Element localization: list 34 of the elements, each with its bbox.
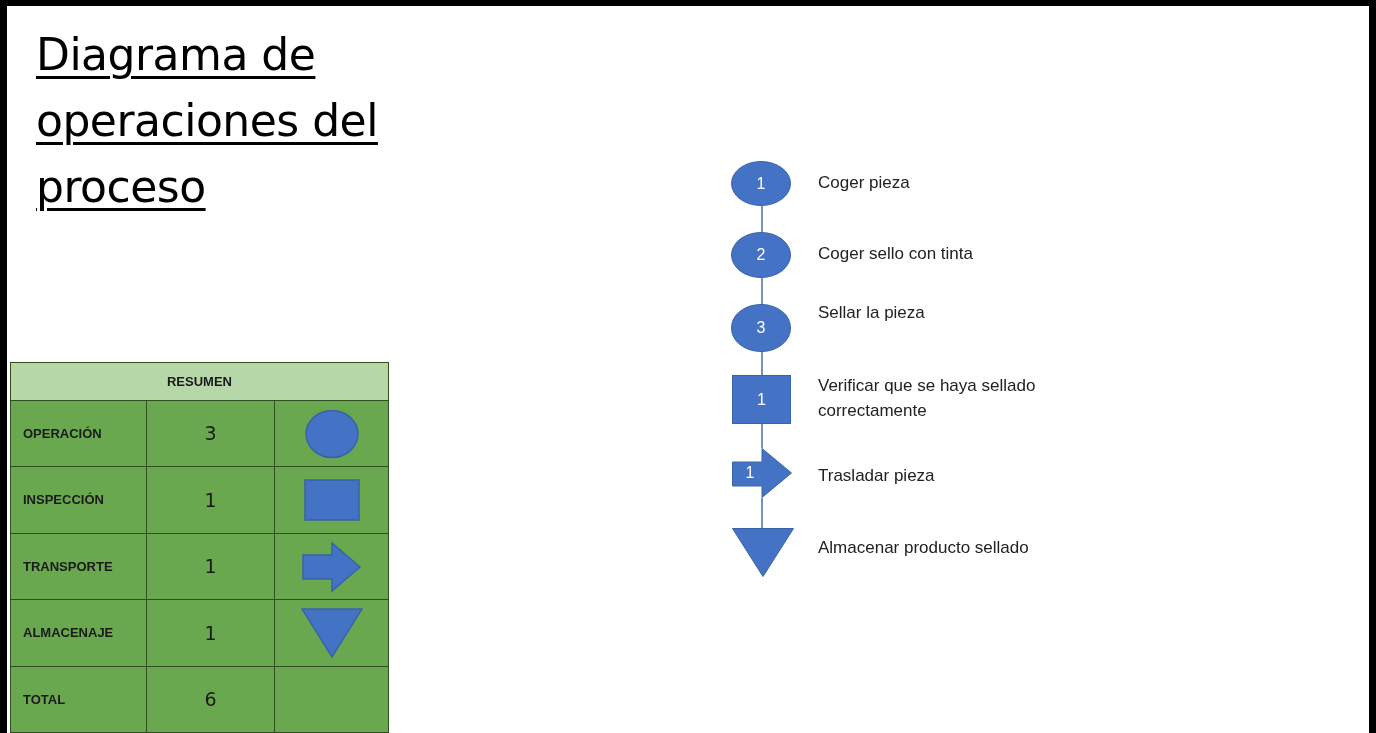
step-description: Coger pieza	[818, 172, 911, 194]
operation-circle	[731, 232, 791, 278]
connector-line	[761, 205, 763, 233]
category-label: OPERACIÓN	[23, 424, 102, 443]
header-text: RESUMEN	[167, 372, 232, 391]
step-number: 1	[745, 464, 755, 482]
category-label: TRANSPORTE	[23, 557, 113, 576]
step-description: Sellar la pieza	[818, 302, 926, 324]
connector-line	[761, 351, 763, 376]
step-number: 1	[757, 390, 766, 409]
category-label: INSPECCIÓN	[23, 491, 104, 510]
title: Diagrama de operaciones del proceso	[36, 28, 379, 214]
storage-triangle	[732, 528, 794, 577]
count-value: 3	[204, 421, 217, 447]
operation-circle	[731, 161, 791, 206]
category-label: TOTAL	[23, 690, 66, 709]
step-description: Trasladar pieza	[818, 465, 936, 487]
connector-line	[761, 423, 763, 449]
category-label: ALMACENAJE	[23, 624, 114, 643]
operation-circle	[731, 304, 791, 352]
count-value: 1	[204, 620, 217, 646]
step-number: 1	[756, 174, 766, 193]
step-number: 3	[756, 319, 766, 337]
count-value: 6	[204, 687, 217, 713]
step-description: Coger sello con tinta	[818, 243, 974, 265]
connector-line	[761, 277, 763, 305]
connector-line	[761, 497, 763, 529]
transport-symbol	[732, 448, 792, 498]
step-description: Verificar que se haya sellado correctamente	[818, 375, 1037, 422]
count-value: 1	[204, 554, 217, 580]
inspection-square	[732, 375, 791, 424]
step-description: Almacenar producto sellado	[818, 537, 1030, 559]
step-number: 2	[756, 246, 766, 264]
count-value: 1	[204, 487, 217, 513]
